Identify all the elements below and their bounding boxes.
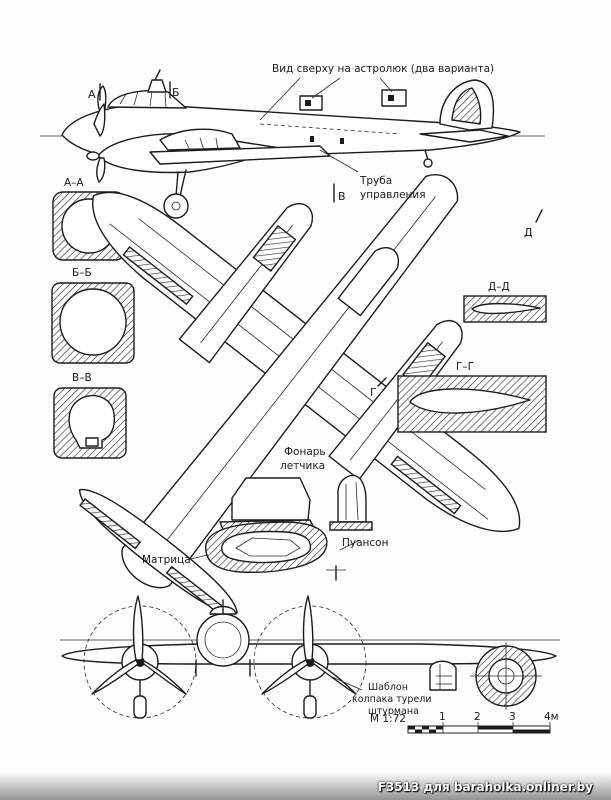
canopy-label-line2: летчика [280,460,325,472]
front-view [60,595,560,719]
section-gg-drawing [397,375,547,433]
scale-tick-3: 3 [509,711,516,723]
section-dd-drawing [463,295,547,323]
plan-section-marks [377,209,543,387]
scale-tick-4: 4м [544,711,559,723]
canopy-label-line1: Фонарь [284,446,326,458]
section-gg-label: Г–Г [456,361,474,373]
section-vv-drawing [53,387,127,459]
section-g-marker: Г [370,386,377,399]
control-tube-label-line1: Труба [359,175,392,187]
control-tube-label-line2: управления [360,189,426,201]
section-d-marker: Д [524,226,533,239]
scale-bar-graphic [407,722,551,734]
die-label: Матрица [142,554,191,566]
section-aa-label: А–А [64,177,84,189]
plan-view [78,174,521,618]
side-view [40,69,545,219]
section-a-marker: А [88,88,96,101]
section-bb-drawing [51,282,135,364]
template-label-line3: штурмана [368,706,419,717]
watermark-text: F3513 для baraholka.onliner.by [377,780,593,794]
template-label-line2: колпака турели [352,694,432,705]
section-bb-label: Б–Б [72,267,92,279]
scale-tick-1: 1 [439,711,446,723]
scale-tick-2: 2 [474,711,481,723]
section-v-marker: В [338,190,346,203]
section-dd-label: Д–Д [488,281,510,293]
section-b-marker: Б [172,86,180,99]
section-vv-label: В–В [72,372,92,384]
watermark-bar: F3513 для baraholka.onliner.by [0,772,611,800]
canopy-forming-tool [185,474,373,581]
template-label-line1: Шаблон [368,682,408,693]
scale-prefix: М 1:72 [370,713,406,725]
turret-template-drawing [429,642,542,710]
top-view-hatch-label: Вид сверху на астролюк (два варианта) [272,63,494,75]
punch-label: Пуансон [342,537,388,549]
